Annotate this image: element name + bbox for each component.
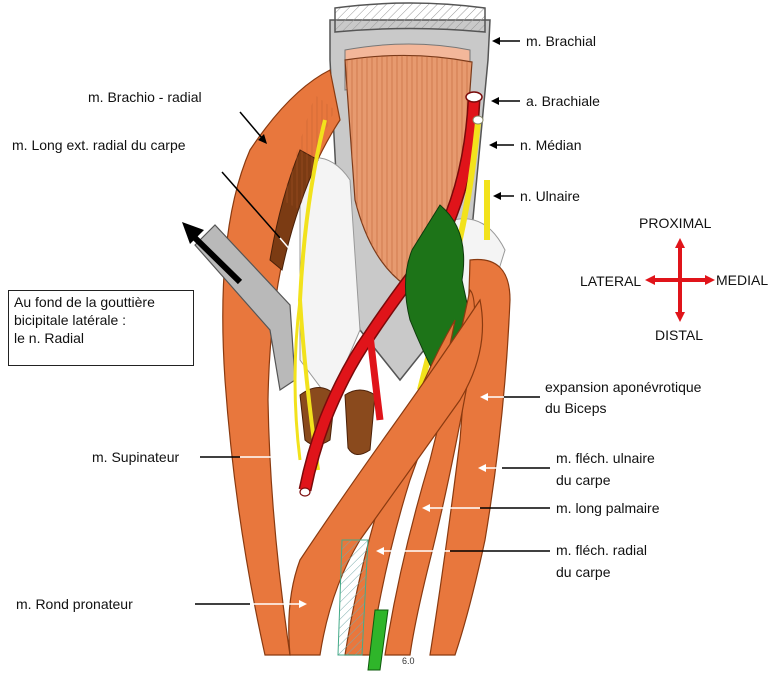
pointer-n-ulnaire-head — [493, 192, 501, 200]
note-line-3: le n. Radial — [14, 329, 188, 347]
label-brachial: m. Brachial — [526, 33, 596, 49]
compass-arrow-right — [705, 275, 715, 285]
label-flech-radial-2: du carpe — [556, 564, 611, 580]
label-n-median: n. Médian — [520, 137, 581, 153]
label-a-brachiale: a. Brachiale — [526, 93, 600, 109]
label-long-ext-radial: m. Long ext. radial du carpe — [12, 137, 186, 153]
radial-nerve-branch — [295, 300, 300, 460]
label-rond-pronateur: m. Rond pronateur — [16, 596, 133, 612]
radial-artery-end — [300, 488, 310, 496]
pointer-brachio-radial — [240, 112, 262, 138]
compass-medial: MEDIAL — [716, 272, 768, 288]
artist-signature: 6.0 — [402, 656, 415, 666]
compass-arrow-down — [675, 312, 685, 322]
pointer-supinateur-head — [289, 453, 297, 461]
label-flech-ulnaire-2: du carpe — [556, 472, 611, 488]
radial-nerve-note: Au fond de la gouttière bicipitale latér… — [8, 290, 194, 366]
label-flech-ulnaire-1: m. fléch. ulnaire — [556, 450, 655, 466]
label-expansion-2: du Biceps — [545, 400, 606, 416]
supinator-muscle-2 — [345, 390, 375, 455]
compass-lateral: LATERAL — [580, 273, 641, 289]
brachial-artery-cut — [466, 92, 482, 102]
compass-arrow-left — [645, 275, 655, 285]
pointer-brachial-head — [492, 37, 500, 45]
humerus-cut-section — [335, 3, 485, 32]
pointer-a-brachiale-head — [491, 97, 499, 105]
median-nerve-cut — [473, 116, 483, 124]
label-supinateur: m. Supinateur — [92, 449, 179, 465]
compass-arrow-up — [675, 238, 685, 248]
note-line-2: bicipitale latérale : — [14, 311, 188, 329]
label-expansion-1: expansion aponévrotique — [545, 379, 702, 395]
pointer-n-median-head — [489, 141, 497, 149]
label-long-palmaire: m. long palmaire — [556, 500, 660, 516]
label-flech-radial-1: m. fléch. radial — [556, 542, 647, 558]
label-brachio-radial: m. Brachio - radial — [88, 89, 202, 105]
orientation-compass — [645, 238, 715, 322]
label-n-ulnaire: n. Ulnaire — [520, 188, 580, 204]
compass-proximal: PROXIMAL — [639, 215, 712, 231]
compass-distal: DISTAL — [655, 327, 703, 343]
note-line-1: Au fond de la gouttière — [14, 293, 188, 311]
